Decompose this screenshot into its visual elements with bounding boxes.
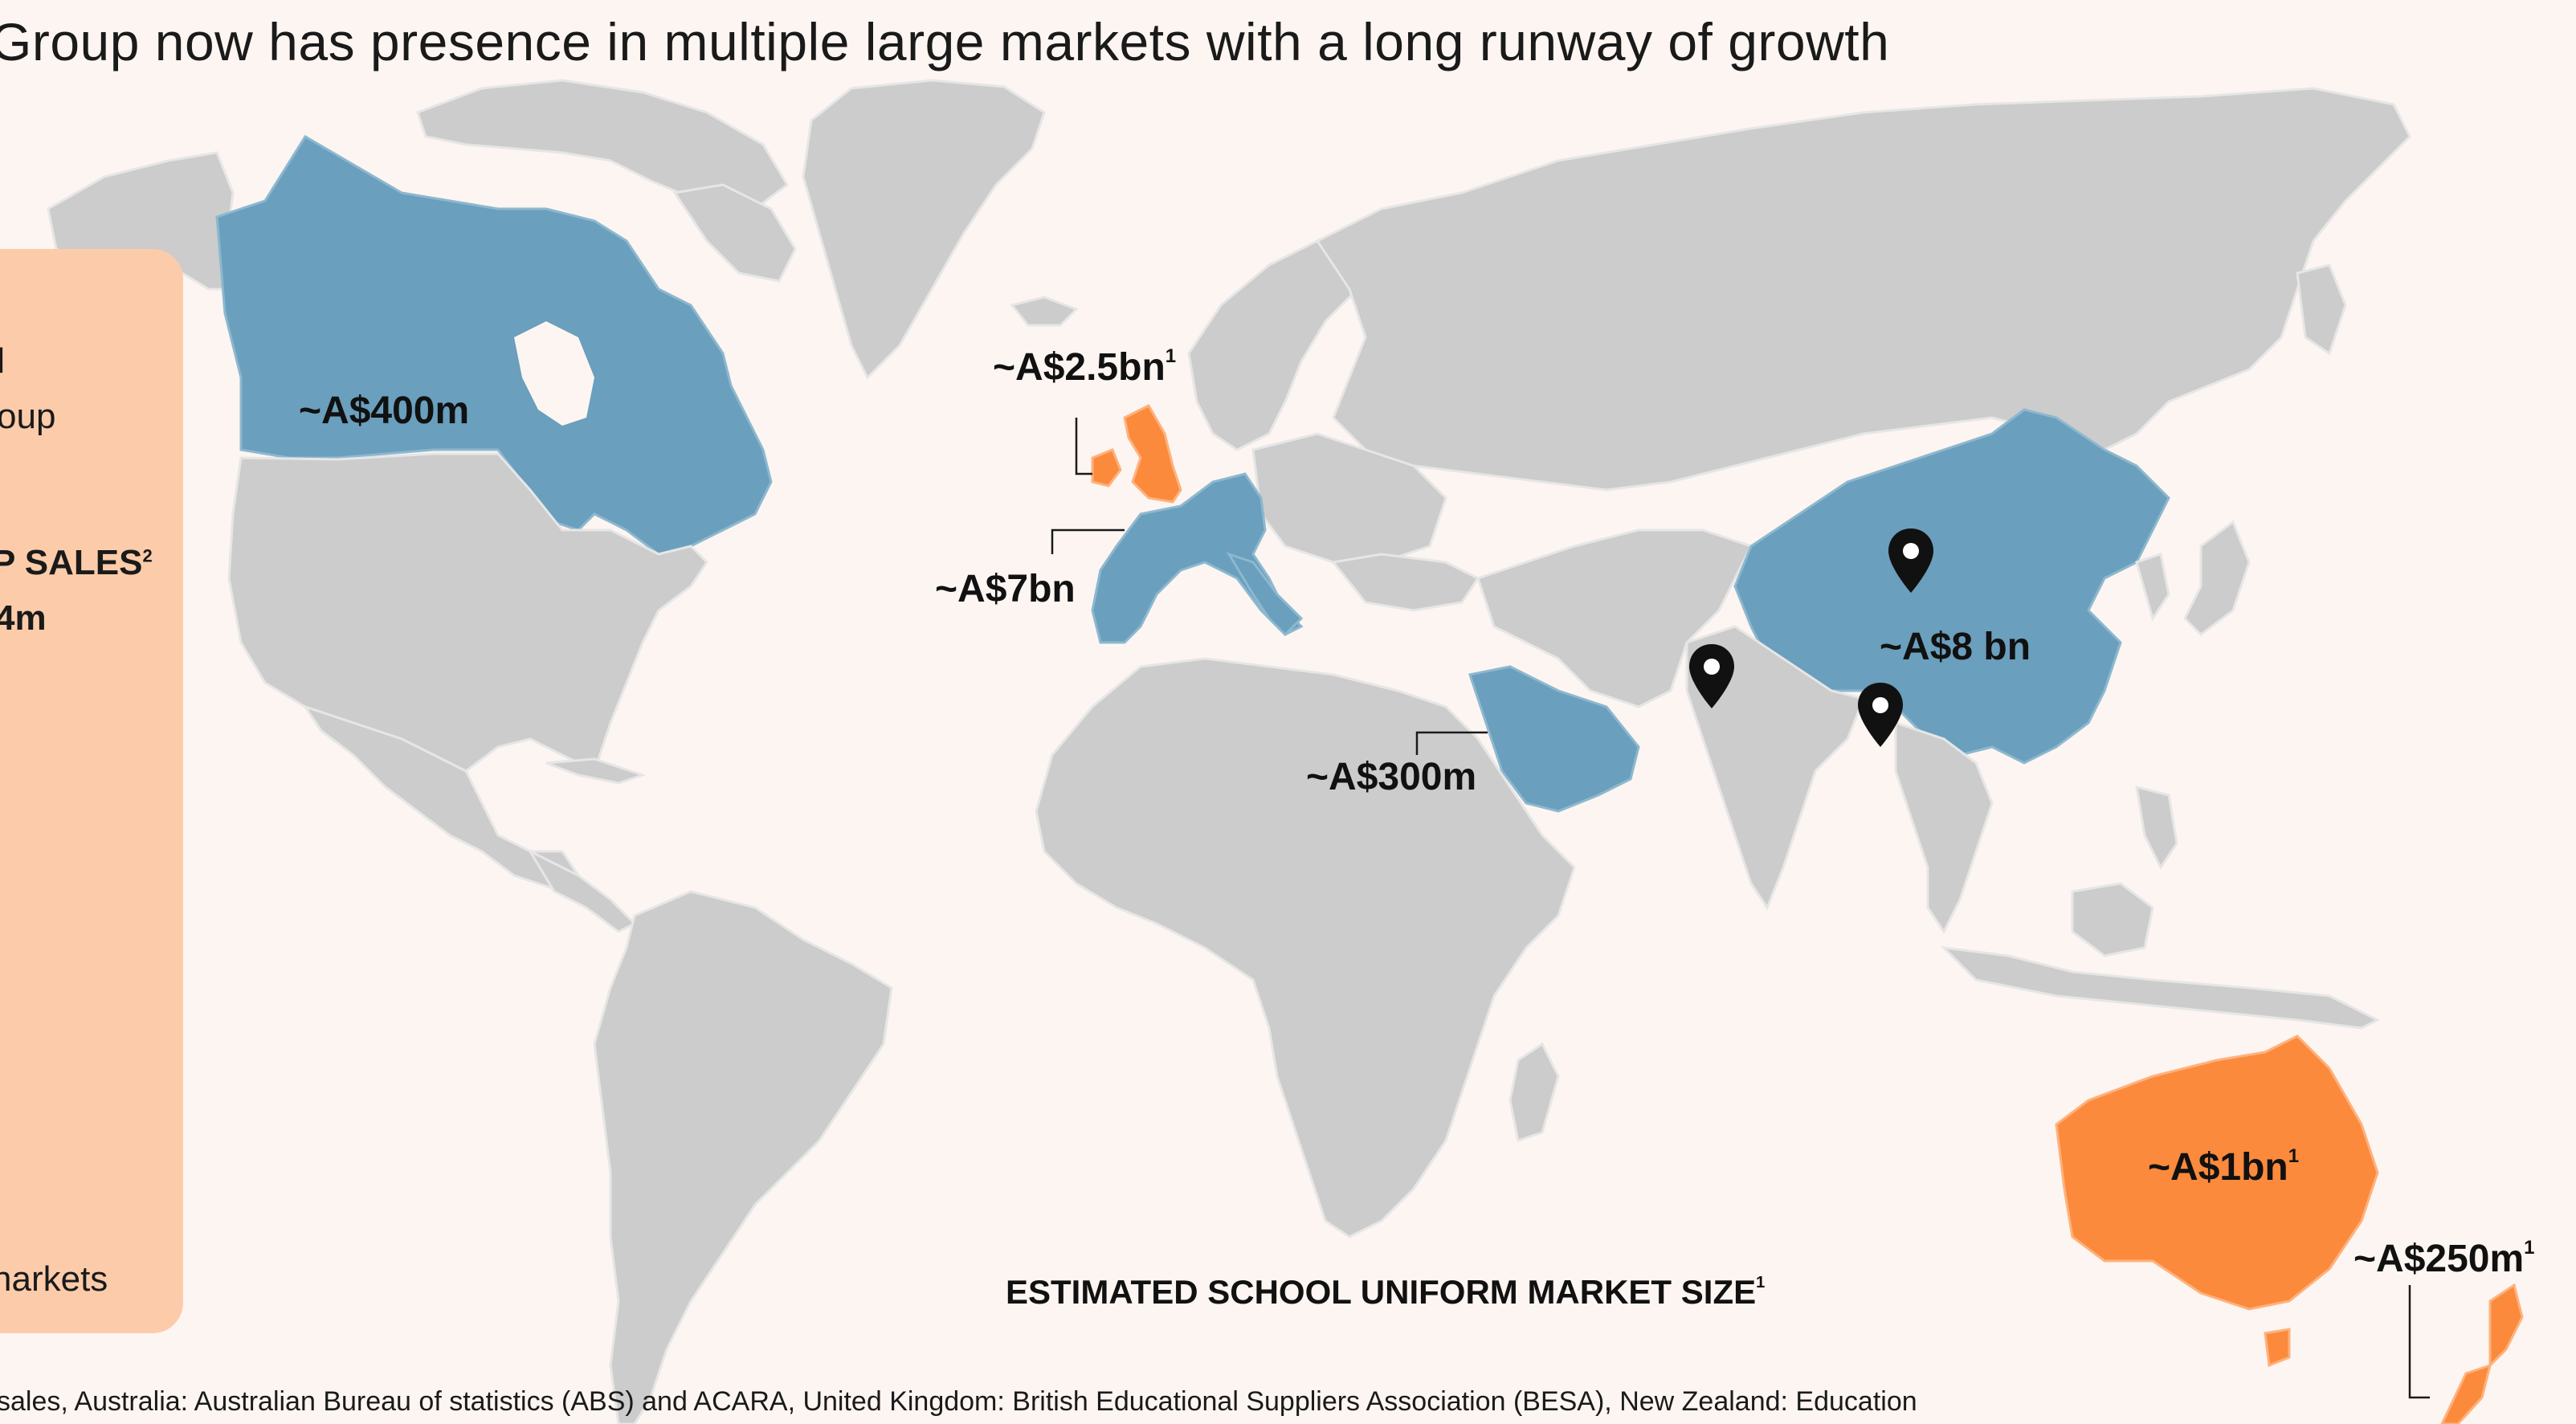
map-pin-icon (1888, 528, 1933, 593)
scandinavia (1187, 239, 1367, 451)
turkey (1331, 553, 1480, 612)
uk-leader-line (1075, 418, 1092, 475)
market-label-europe: ~A$7bn (935, 568, 1076, 610)
panel-sales-value: 4m (0, 598, 47, 638)
source-footnote: sales, Australia: Australian Bureau of s… (0, 1386, 1917, 1417)
central-america (527, 848, 637, 933)
panel-sales-label: P SALES2 (0, 543, 153, 582)
new-zealand-leader-line (2408, 1285, 2430, 1399)
africa (1035, 657, 1576, 1238)
eastern-europe (1251, 432, 1447, 564)
greenland (802, 79, 1046, 380)
market-label-uk: ~A$2.5bn1 (993, 345, 1177, 389)
summary-panel (0, 249, 183, 1333)
madagascar (1508, 1042, 1560, 1142)
borneo (2071, 882, 2154, 957)
new-zealand-south (2440, 1363, 2492, 1424)
page-title: Group now has presence in multiple large… (0, 12, 1890, 71)
map-pin-icon (1689, 644, 1734, 708)
philippines (2135, 785, 2178, 870)
korea (2135, 553, 2170, 622)
market-label-canada: ~A$400m (299, 390, 470, 432)
central-asia (1476, 528, 1753, 708)
baffin-island (672, 183, 797, 283)
market-label-china: ~A$8 bn (1880, 626, 2031, 668)
usa (227, 452, 708, 773)
cuba (545, 757, 647, 785)
south-america (593, 890, 893, 1424)
map-pin-icon (1858, 683, 1903, 747)
canada (215, 134, 773, 556)
kamchatka (2296, 263, 2347, 356)
uk (1123, 404, 1182, 504)
southeast-asia (1894, 720, 1994, 934)
market-label-australia: ~A$1bn1 (2148, 1145, 2300, 1189)
italy (1226, 552, 1304, 637)
russia (1315, 87, 2411, 492)
arabia (1468, 665, 1640, 813)
ireland (1091, 448, 1122, 488)
europe-leader-line (1051, 528, 1125, 554)
market-label-middle-east: ~A$300m (1306, 756, 1477, 798)
panel-line-2: oup (0, 397, 56, 436)
india (1685, 625, 1866, 911)
western-europe (1091, 472, 1304, 644)
market-label-new-zealand: ~A$250m1 (2354, 1237, 2535, 1280)
market-size-caption: ESTIMATED SCHOOL UNIFORM MARKET SIZE1 (1006, 1273, 1766, 1311)
tasmania (2264, 1328, 2291, 1368)
japan (2183, 520, 2251, 636)
panel-markets-label: narkets (0, 1259, 108, 1299)
australia (2055, 1034, 2379, 1311)
panel-line-1: l (0, 341, 6, 381)
new-zealand-north (2488, 1283, 2524, 1369)
middle-east-leader-line (1415, 731, 1488, 755)
iceland (1010, 296, 1079, 327)
indonesia (1940, 945, 2381, 1030)
hudson-bay (514, 321, 594, 426)
